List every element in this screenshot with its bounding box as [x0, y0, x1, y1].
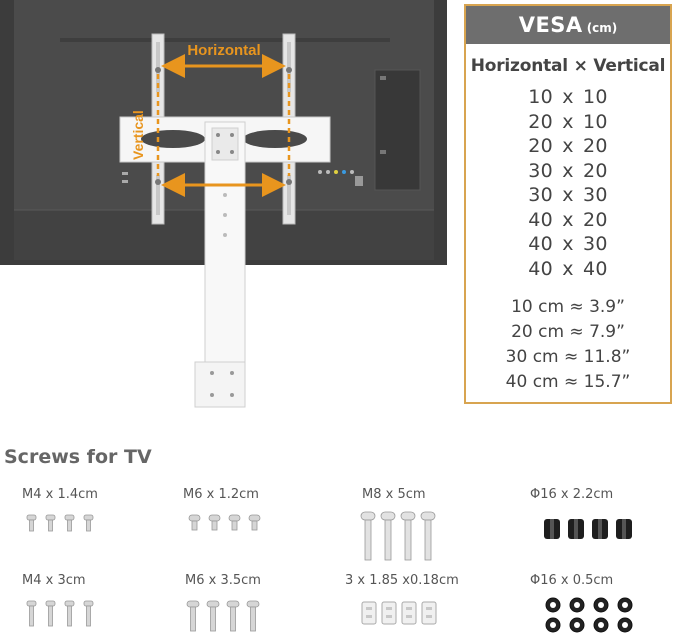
vertical-label: Vertical [130, 110, 146, 160]
vesa-size-vertical: 30 [583, 184, 608, 207]
vesa-header: VESA (cm) [466, 6, 670, 44]
vesa-size-separator: x [562, 159, 574, 182]
spacer-22-icon [544, 519, 632, 539]
vesa-size-separator: x [562, 184, 574, 207]
vesa-size-horizontal: 20 [528, 110, 553, 133]
vesa-size-horizontal: 40 [528, 233, 553, 256]
m4-long-screws-icon [26, 600, 94, 627]
vesa-size-vertical: 20 [583, 159, 608, 182]
screw-label-washer-plate: 3 x 1.85 x0.18cm [345, 573, 459, 588]
vesa-size-vertical: 10 [583, 86, 608, 109]
vesa-size-row: 30 x 20 [466, 159, 670, 184]
vesa-size-row: 40 x 30 [466, 232, 670, 257]
vesa-size-separator: x [562, 233, 574, 256]
vesa-size-horizontal: 30 [528, 184, 553, 207]
vesa-size-row: 40 x 20 [466, 208, 670, 233]
tv-mount-svg: Horizontal Vertical [0, 0, 447, 408]
screw-label-m8-5: M8 x 5cm [362, 487, 426, 502]
vesa-size-horizontal: 40 [528, 257, 553, 280]
m8-long-screws-icon [360, 511, 436, 561]
vesa-size-row: 30 x 30 [466, 183, 670, 208]
m4-short-screws-icon [26, 514, 94, 532]
vesa-size-horizontal: 30 [528, 159, 553, 182]
vesa-unit: (cm) [586, 21, 618, 35]
tv-mount-illustration: Horizontal Vertical [0, 0, 447, 408]
vesa-size-row: 10 x 10 [466, 85, 670, 110]
screw-label-m6-35: M6 x 3.5cm [185, 573, 261, 588]
vesa-size-horizontal: 20 [528, 135, 553, 158]
vesa-size-vertical: 30 [583, 233, 608, 256]
m6-long-screws-icon [186, 600, 260, 632]
tv-port-panel [374, 69, 421, 191]
vesa-conversion-row: 30 cm ≈ 11.8” [505, 346, 631, 367]
vesa-size-vertical: 20 [583, 208, 608, 231]
vesa-subtitle: Horizontal × Vertical [470, 56, 666, 76]
vesa-title: VESA [518, 13, 583, 37]
vesa-size-separator: x [562, 110, 574, 133]
screw-label-spacer-22: Φ16 x 2.2cm [530, 487, 614, 502]
tv-ports-icon [318, 170, 363, 186]
vesa-conversion-row: 10 cm ≈ 3.9” [511, 296, 625, 317]
m6-short-screws-icon [188, 514, 261, 531]
vesa-size-vertical: 20 [583, 135, 608, 158]
vesa-size-row: 40 x 40 [466, 257, 670, 282]
horizontal-dimension-arrows [161, 54, 286, 197]
vesa-conversion-list: 10 cm ≈ 3.9” 20 cm ≈ 7.9” 30 cm ≈ 11.8” 40 … [466, 294, 670, 394]
vesa-size-separator: x [562, 86, 574, 109]
vesa-size-vertical: 40 [583, 257, 608, 280]
vesa-size-horizontal: 40 [528, 208, 553, 231]
screw-label-m4-14: M4 x 1.4cm [22, 487, 98, 502]
washer-plate-icon [361, 601, 437, 625]
vertical-dimension-arrows [156, 74, 291, 176]
screws-title: Screws for TV [4, 446, 152, 468]
horizontal-label: Horizontal [187, 42, 260, 59]
vesa-size-row: 20 x 20 [466, 134, 670, 159]
vesa-conversion-row: 20 cm ≈ 7.9” [511, 321, 625, 342]
vesa-size-row: 20 x 10 [466, 110, 670, 135]
vesa-size-separator: x [562, 135, 574, 158]
screw-label-m4-3: M4 x 3cm [22, 573, 86, 588]
vesa-size-separator: x [562, 208, 574, 231]
spacer-05-icon [545, 597, 633, 633]
vesa-conversion-row: 40 cm ≈ 15.7” [505, 371, 631, 392]
mount-pole [194, 121, 246, 408]
vesa-size-separator: x [562, 257, 574, 280]
vesa-size-horizontal: 10 [528, 86, 553, 109]
screw-label-spacer-05: Φ16 x 0.5cm [530, 573, 614, 588]
vesa-size-vertical: 10 [583, 110, 608, 133]
screw-label-m6-12: M6 x 1.2cm [183, 487, 259, 502]
